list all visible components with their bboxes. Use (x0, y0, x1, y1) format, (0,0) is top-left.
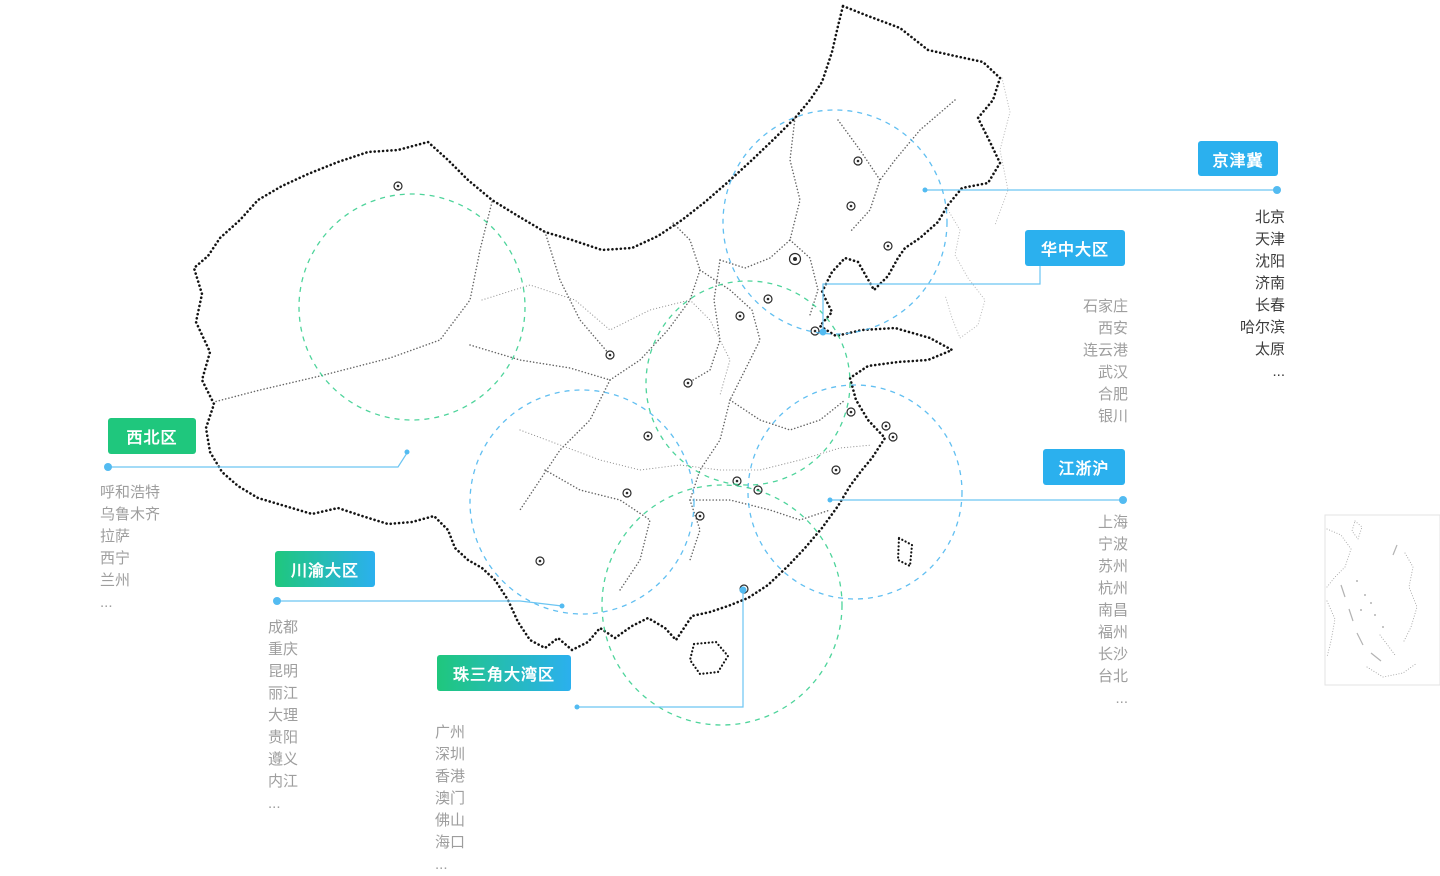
city-list-chuanyu: 成都重庆昆明丽江大理贵阳遵义内江... (268, 617, 388, 815)
city-list-zhusanjiao: 广州深圳香港澳门佛山海口... (435, 722, 555, 876)
city-item: 佛山 (435, 812, 466, 829)
city-item: 内江 (268, 773, 299, 790)
city-item: 拉萨 (100, 528, 131, 545)
city-item: 重庆 (268, 641, 299, 658)
city-list-huazhong: 石家庄西安连云港武汉合肥银川 (1008, 296, 1128, 428)
china-outline (192, 4, 1002, 652)
region-label-zhusanjiao[interactable]: 珠三角大湾区 (437, 655, 571, 691)
taiwan-island (896, 536, 914, 568)
region-label-jiangzhehu[interactable]: 江浙沪 (1043, 449, 1125, 485)
city-item: 澳门 (435, 790, 466, 807)
connector-jiangzhehu (827, 496, 1127, 504)
city-item: 呼和浩特 (100, 484, 161, 501)
city-item: 济南 (1254, 275, 1285, 292)
south-china-sea-inset (1324, 514, 1440, 686)
city-item: 乌鲁木齐 (100, 506, 161, 523)
city-item: 台北 (1097, 668, 1128, 685)
city-item: 石家庄 (1082, 298, 1128, 315)
city-item: 上海 (1097, 514, 1128, 531)
city-item: 兰州 (100, 572, 131, 589)
region-circle-xibei (298, 193, 526, 421)
rivers (481, 284, 873, 471)
city-item: 天津 (1254, 231, 1285, 248)
foreign-coastlines (944, 77, 1011, 339)
region-circle-zhusanjiao (601, 484, 843, 726)
city-list-jingjinji: 北京天津沈阳济南长春哈尔滨太原... (1165, 207, 1285, 383)
city-item: 海口 (435, 834, 466, 851)
city-item: 银川 (1097, 408, 1128, 425)
city-item: 昆明 (268, 663, 299, 680)
city-item: 沈阳 (1254, 253, 1285, 270)
city-item: 南昌 (1097, 602, 1128, 619)
city-item: 长沙 (1097, 646, 1128, 663)
connector-xibei (104, 449, 410, 471)
city-item: 深圳 (435, 746, 466, 763)
connector-jingjinji (922, 186, 1281, 194)
city-item: 合肥 (1097, 386, 1128, 403)
city-marker-group (393, 156, 898, 594)
city-item: 大理 (268, 707, 299, 724)
city-item: 贵阳 (268, 729, 299, 746)
province-borders (213, 99, 956, 591)
region-label-huazhong[interactable]: 华中大区 (1025, 230, 1125, 266)
city-item: ... (100, 594, 113, 611)
connector-huazhong (819, 266, 1041, 336)
city-item: 杭州 (1097, 580, 1128, 597)
connector-chuanyu (273, 597, 565, 609)
city-item: 武汉 (1097, 364, 1128, 381)
city-item: ... (1272, 363, 1285, 380)
city-item: 北京 (1254, 209, 1285, 226)
region-circle-jiangzhehu (747, 384, 963, 600)
city-item: 长春 (1254, 297, 1285, 314)
region-circle-chuanyu (469, 389, 695, 615)
city-item: 香港 (435, 768, 466, 785)
region-label-xibei[interactable]: 西北区 (108, 418, 196, 454)
city-item: 遵义 (268, 751, 299, 768)
city-item: 福州 (1097, 624, 1128, 641)
city-markers (393, 156, 898, 594)
region-label-jingjinji[interactable]: 京津冀 (1198, 141, 1278, 176)
region-circle-jingjinji (722, 109, 948, 335)
city-item: 太原 (1254, 341, 1285, 358)
region-label-chuanyu[interactable]: 川渝大区 (275, 551, 375, 587)
city-item: ... (268, 795, 281, 812)
region-circle-huazhong (645, 280, 851, 486)
city-item: 丽江 (268, 685, 299, 702)
city-item: 苏州 (1097, 558, 1128, 575)
city-item: 哈尔滨 (1239, 319, 1285, 336)
islands (688, 536, 914, 676)
city-item: 连云港 (1082, 342, 1128, 359)
city-item: 宁波 (1097, 536, 1128, 553)
city-item: ... (1115, 690, 1128, 707)
city-list-jiangzhehu: 上海宁波苏州杭州南昌福州长沙台北... (1008, 512, 1128, 710)
city-item: ... (435, 856, 448, 873)
city-list-xibei: 呼和浩特乌鲁木齐拉萨西宁兰州... (100, 482, 220, 614)
city-item: 西宁 (100, 550, 131, 567)
beijing-marker (788, 252, 802, 266)
city-item: 西安 (1097, 320, 1128, 337)
region-circles (298, 109, 963, 726)
connector-lines (104, 186, 1281, 710)
hainan-island (688, 640, 730, 676)
connector-zhusanjiao (574, 586, 747, 710)
city-item: 成都 (268, 619, 299, 636)
city-item: 广州 (435, 724, 466, 741)
